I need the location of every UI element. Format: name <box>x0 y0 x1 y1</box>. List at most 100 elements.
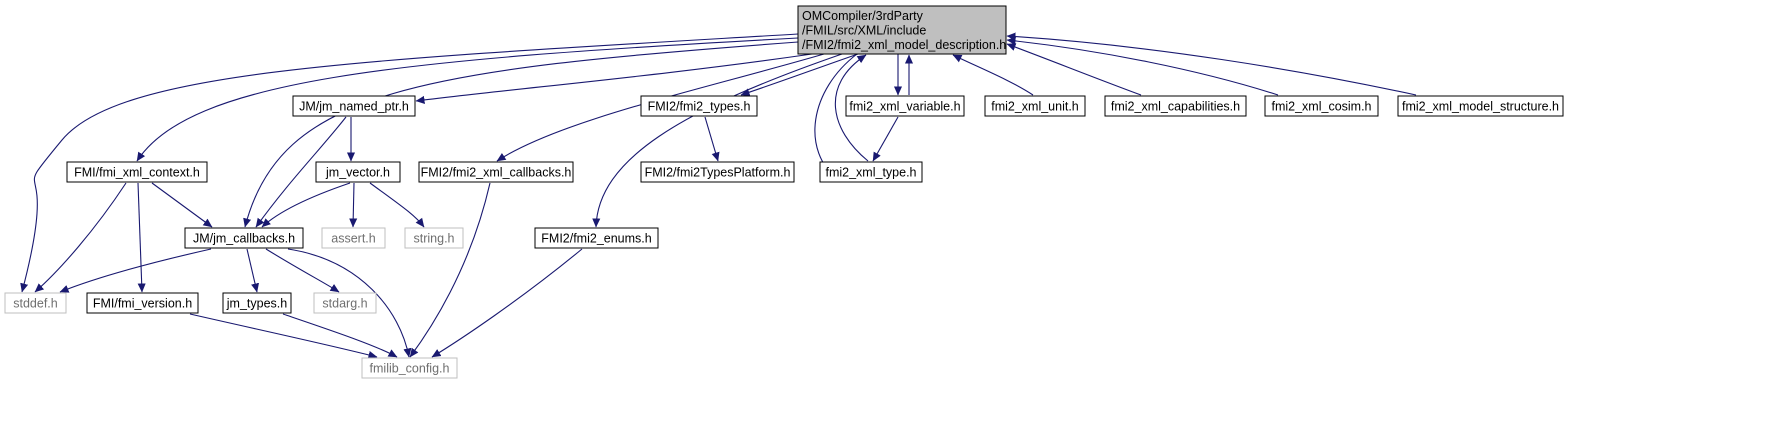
node-box <box>292 95 416 117</box>
node-fmilib-config: fmilib_config.h <box>361 357 458 379</box>
node-box <box>321 227 386 249</box>
edge-xml_context-to-jm_callbacks <box>151 182 213 228</box>
node-label: FMI2/fmi2_types.h <box>648 100 751 114</box>
node-named-ptr[interactable]: JM/jm_named_ptr.h <box>292 95 416 117</box>
node-root[interactable]: OMCompiler/3rdParty/FMIL/src/XML/include… <box>797 5 1007 55</box>
node-box <box>184 227 304 249</box>
node-xml-type[interactable]: fmi2_xml_type.h <box>819 161 923 183</box>
node-fmi2-enums[interactable]: FMI2/fmi2_enums.h <box>534 227 659 249</box>
edge-xml_context-to-stddef <box>34 182 127 293</box>
node-box <box>313 292 377 314</box>
edge-jm_callbacks-to-jm_types <box>246 248 260 293</box>
edge-fmi_version-to-fmilib_config <box>189 313 378 359</box>
edge-xml_callbacks-to-fmilib_config <box>409 182 491 358</box>
node-label: FMI/fmi_xml_context.h <box>74 166 200 180</box>
node-label: OMCompiler/3rdParty <box>802 9 924 23</box>
node-label: stdarg.h <box>322 297 367 311</box>
edges-layer <box>20 32 1417 359</box>
node-fmi-version[interactable]: FMI/fmi_version.h <box>86 292 199 314</box>
node-box <box>984 95 1086 117</box>
node-box <box>66 161 208 183</box>
node-label: JM/jm_named_ptr.h <box>299 100 409 114</box>
node-xml-unit[interactable]: fmi2_xml_unit.h <box>984 95 1086 117</box>
node-label: fmi2_xml_unit.h <box>991 100 1079 114</box>
edge-xml_type-to-root <box>834 54 869 162</box>
node-box <box>640 95 758 117</box>
edge-fmi2_types-to-types_platform <box>704 116 720 162</box>
node-box <box>315 161 401 183</box>
node-xml-capabilities[interactable]: fmi2_xml_capabilities.h <box>1104 95 1247 117</box>
node-label: FMI2/fmi2TypesPlatform.h <box>645 166 791 180</box>
edge-root-to-fmi2_enums <box>592 53 843 228</box>
node-box <box>361 357 458 379</box>
node-xml-cosim[interactable]: fmi2_xml_cosim.h <box>1264 95 1379 117</box>
node-jm-vector[interactable]: jm_vector.h <box>315 161 401 183</box>
edge-root-to-xml_callbacks <box>496 53 825 162</box>
edge-xml_context-to-fmi_version <box>137 182 146 293</box>
node-xml-context[interactable]: FMI/fmi_xml_context.h <box>66 161 208 183</box>
edge-xml_cosim-to-root <box>1006 36 1279 96</box>
node-fmi2-types[interactable]: FMI2/fmi2_types.h <box>640 95 758 117</box>
node-label: fmi2_xml_capabilities.h <box>1111 100 1240 114</box>
edge-root-to-stddef <box>20 33 799 293</box>
node-label: fmilib_config.h <box>370 362 450 376</box>
node-label: /FMIL/src/XML/include <box>802 24 926 38</box>
node-box <box>418 161 574 183</box>
node-label: fmi2_xml_type.h <box>825 166 916 180</box>
edge-xml_capabilities-to-root <box>1006 43 1142 96</box>
node-assert: assert.h <box>321 227 386 249</box>
node-xml-variable[interactable]: fmi2_xml_variable.h <box>845 95 965 117</box>
node-jm-callbacks[interactable]: JM/jm_callbacks.h <box>184 227 304 249</box>
edge-root-to-jm_callbacks <box>243 41 799 228</box>
node-label: string.h <box>414 232 455 246</box>
edge-jm_vector-to-string <box>369 182 425 228</box>
node-box <box>845 95 965 117</box>
edge-xml_model_structure-to-root <box>1006 32 1417 96</box>
node-box <box>86 292 199 314</box>
node-label: jm_vector.h <box>325 166 390 180</box>
node-box <box>797 5 1007 55</box>
node-box <box>819 161 923 183</box>
edge-jm_callbacks-to-stdarg <box>265 248 340 293</box>
edge-jm_types-to-fmilib_config <box>282 313 398 358</box>
node-box <box>640 161 795 183</box>
nodes-layer: OMCompiler/3rdParty/FMIL/src/XML/include… <box>4 5 1564 379</box>
node-label: FMI/fmi_version.h <box>93 297 192 311</box>
node-box <box>1397 95 1564 117</box>
node-box <box>534 227 659 249</box>
node-label: stddef.h <box>13 297 58 311</box>
node-box <box>4 292 67 314</box>
node-box <box>222 292 292 314</box>
node-box <box>1264 95 1379 117</box>
edge-root-to-named_ptr <box>415 53 813 104</box>
edge-fmi2_enums-to-fmilib_config <box>431 248 583 358</box>
node-xml-model-structure[interactable]: fmi2_xml_model_structure.h <box>1397 95 1564 117</box>
node-types-platform[interactable]: FMI2/fmi2TypesPlatform.h <box>640 161 795 183</box>
edge-xml_unit-to-root <box>952 54 1034 96</box>
node-label: JM/jm_callbacks.h <box>193 232 295 246</box>
node-jm-types[interactable]: jm_types.h <box>222 292 292 314</box>
node-label: fmi2_xml_variable.h <box>849 100 960 114</box>
edge-jm_vector-to-jm_callbacks <box>261 182 351 228</box>
node-xml-callbacks[interactable]: FMI2/fmi2_xml_callbacks.h <box>418 161 574 183</box>
node-label: fmi2_xml_model_structure.h <box>1402 100 1559 114</box>
node-box <box>404 227 464 249</box>
node-box <box>1104 95 1247 117</box>
edge-root-to-fmi2_types <box>740 53 859 97</box>
node-label: FMI2/fmi2_xml_callbacks.h <box>421 166 572 180</box>
node-label: jm_types.h <box>226 297 287 311</box>
node-string: string.h <box>404 227 464 249</box>
node-stddef: stddef.h <box>4 292 67 314</box>
node-label: /FMI2/fmi2_xml_model_description.h <box>802 38 1006 52</box>
node-label: assert.h <box>331 232 376 246</box>
edge-jm_vector-to-assert <box>349 182 358 228</box>
edge-named_ptr-to-jm_callbacks <box>255 116 347 228</box>
node-label: FMI2/fmi2_enums.h <box>541 232 652 246</box>
edge-root-to-xml_context <box>136 37 799 162</box>
edge-xml_variable-to-xml_type <box>872 116 899 162</box>
edge-jm_callbacks-to-stddef <box>59 248 212 293</box>
node-label: fmi2_xml_cosim.h <box>1271 100 1371 114</box>
edge-jm_callbacks-to-fmilib_config <box>287 248 412 358</box>
node-stdarg: stdarg.h <box>313 292 377 314</box>
